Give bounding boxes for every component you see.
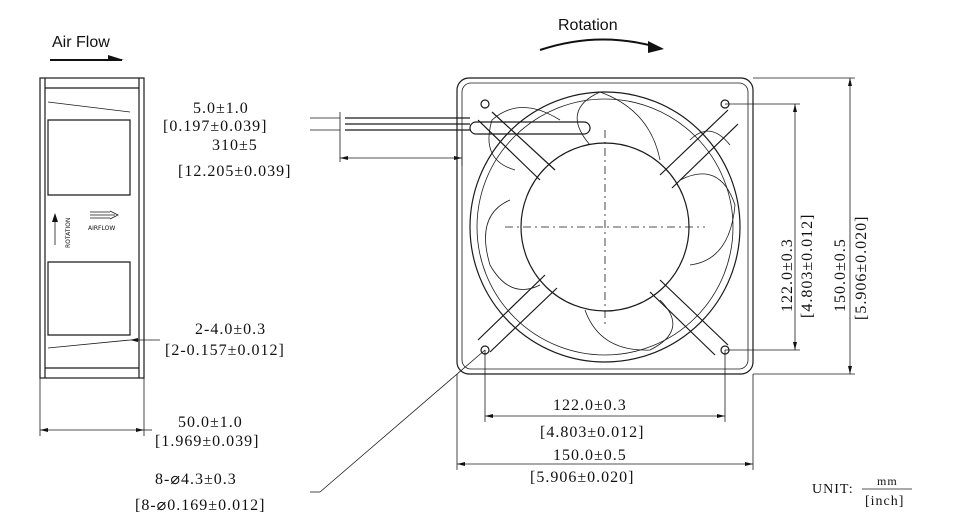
hole-pitch-v-metric: 122.0±0.3 — [779, 238, 796, 312]
rotation-heading: Rotation — [558, 17, 618, 34]
thickness-imperial: [1.969±0.039] — [155, 433, 259, 450]
frame-height-metric: 150.0±0.5 — [832, 238, 849, 312]
rotation-mark-text: ROTATION — [65, 218, 72, 248]
unit-numerator: mm — [877, 474, 898, 488]
thickness-metric: 50.0±1.0 — [178, 414, 243, 431]
hole-pitch-v-imperial: [4.803±0.012] — [799, 214, 816, 318]
fan-venturi — [469, 91, 741, 363]
rib-depth-metric: 2-4.0±0.3 — [195, 321, 266, 338]
cable-channel — [469, 121, 591, 135]
holes-metric: 8-⌀4.3±0.3 — [155, 471, 237, 488]
airflow-mark-text: AIRFLOW — [88, 225, 115, 232]
lead-length-metric: 310±5 — [212, 137, 258, 154]
lead-length-imperial: [12.205±0.039] — [178, 163, 291, 180]
side-view: Air Flow ROTATION AIRFLOW — [39, 34, 470, 450]
frame-width-imperial: [5.906±0.020] — [530, 469, 634, 486]
lead-wires — [345, 117, 470, 131]
unit-note: UNIT: mm [inch] — [812, 474, 912, 509]
air-flow-heading: Air Flow — [52, 34, 110, 51]
rotation-arc-arrow — [539, 38, 661, 51]
unit-denominator: [inch] — [865, 494, 904, 509]
hole-pitch-h-imperial: [4.803±0.012] — [540, 424, 644, 441]
unit-label: UNIT: — [812, 482, 854, 497]
hole-pitch-h-metric: 122.0±0.3 — [553, 397, 627, 414]
rotation-arrow-head — [648, 41, 664, 53]
airflow-mark: AIRFLOW — [88, 210, 119, 232]
fan-struts — [469, 109, 739, 356]
rotation-mark: ROTATION — [52, 213, 72, 248]
fan-frame — [456, 77, 754, 375]
frame-width-metric: 150.0±0.5 — [553, 447, 627, 464]
frame-height-imperial: [5.906±0.020] — [853, 216, 870, 320]
lead-offset-metric: 5.0±1.0 — [193, 100, 249, 117]
rib-depth-imperial: [2-0.157±0.012] — [165, 342, 285, 359]
lead-offset-imperial: [0.197±0.039] — [163, 118, 267, 135]
fan-side-body — [39, 77, 145, 379]
front-view: Rotation — [135, 17, 870, 514]
holes-imperial: [8-⌀0.169±0.012] — [135, 497, 265, 514]
fan-blades — [485, 91, 736, 351]
air-flow-arrow-head — [108, 55, 124, 60]
